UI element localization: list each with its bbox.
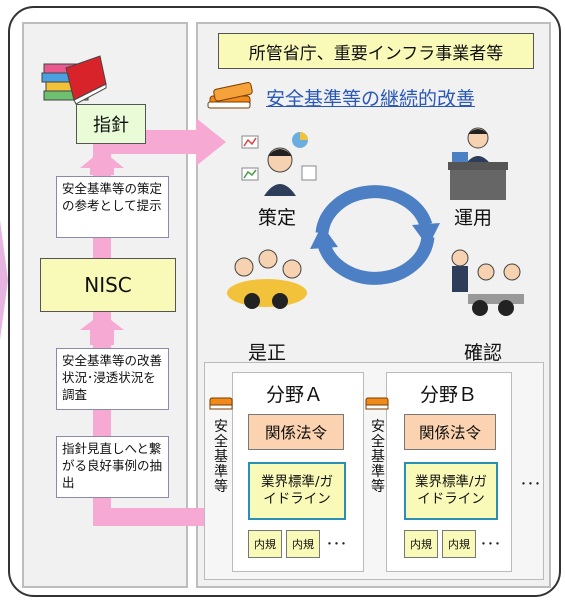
field-a-more: ･･･	[326, 537, 347, 553]
field-b-law-box: 関係法令	[404, 414, 496, 450]
guideline-label: 指針	[93, 115, 129, 136]
field-b-rule-1: 内規	[404, 530, 438, 558]
field-b-standard-label: 業界標準/ガイドライン	[414, 474, 488, 507]
ministries-header-text: 所管省庁、重要インフラ事業者等	[248, 43, 504, 64]
note-reference-provide: 安全基準等の策定の参考として提示	[56, 176, 169, 238]
field-b-more: ･･･	[480, 537, 501, 553]
cycle-plan-label: 策定	[258, 207, 297, 229]
continuous-improvement-title: 安全基準等の継続的改善	[266, 88, 476, 110]
field-a-standard-label: 業界標準/ガイドライン	[260, 474, 334, 507]
nisc-label: NISC	[84, 273, 132, 297]
planning-person-illustration	[241, 132, 317, 196]
arrow-up-to-nisc	[80, 313, 124, 345]
arrow-up-to-guideline	[80, 150, 124, 175]
ministries-header-box: 所管省庁、重要インフラ事業者等	[218, 33, 534, 69]
field-a-law-box: 関係法令	[248, 414, 344, 450]
cycle-arc-bottom	[317, 236, 435, 285]
guideline-box: 指針	[76, 104, 146, 144]
field-b-rule-2: 内規	[442, 530, 476, 558]
operating-person-illustration	[448, 127, 508, 200]
cycle-arrowhead-top	[412, 223, 440, 247]
cycle-check-label: 確認	[464, 342, 503, 364]
field-b-law-label: 関係法令	[418, 424, 481, 442]
note-good-practice: 指針見直しへと繋がる良好事例の抽出	[56, 436, 169, 498]
left-edge-arrow	[0, 220, 8, 340]
book-icon	[209, 397, 233, 410]
field-a-standard-box: 業界標準/ガイドライン	[248, 462, 346, 520]
cycle-correct-label: 是正	[248, 342, 287, 364]
book-icon	[365, 397, 389, 410]
improvement-cycle	[310, 185, 440, 285]
field-b-title: 分野Ｂ	[420, 384, 478, 406]
bottom-connector-bar	[93, 508, 213, 526]
field-a-title: 分野Ａ	[266, 384, 324, 406]
correction-meeting-illustration	[227, 249, 307, 309]
field-b-vertical-label: 安全基準等	[371, 419, 385, 495]
field-a-rule-2: 内規	[286, 530, 320, 558]
note-survey-status: 安全基準等の改善状況･浸透状況を調査	[56, 348, 169, 410]
nisc-box: NISC	[40, 258, 176, 312]
cycle-arrowhead-bottom	[310, 225, 338, 249]
field-b-standard-box: 業界標準/ガイドライン	[404, 462, 498, 520]
field-a-law-label: 関係法令	[264, 424, 327, 442]
more-fields-ellipsis: ･･･	[520, 477, 541, 493]
cycle-arc-top	[315, 185, 433, 234]
books-stack-icon	[41, 55, 107, 105]
check-meeting-illustration	[451, 249, 524, 316]
cycle-operate-label: 運用	[454, 207, 493, 229]
field-a-vertical-label: 安全基準等	[214, 419, 228, 495]
field-a-rule-1: 内規	[248, 530, 282, 558]
book-icon	[207, 82, 253, 109]
